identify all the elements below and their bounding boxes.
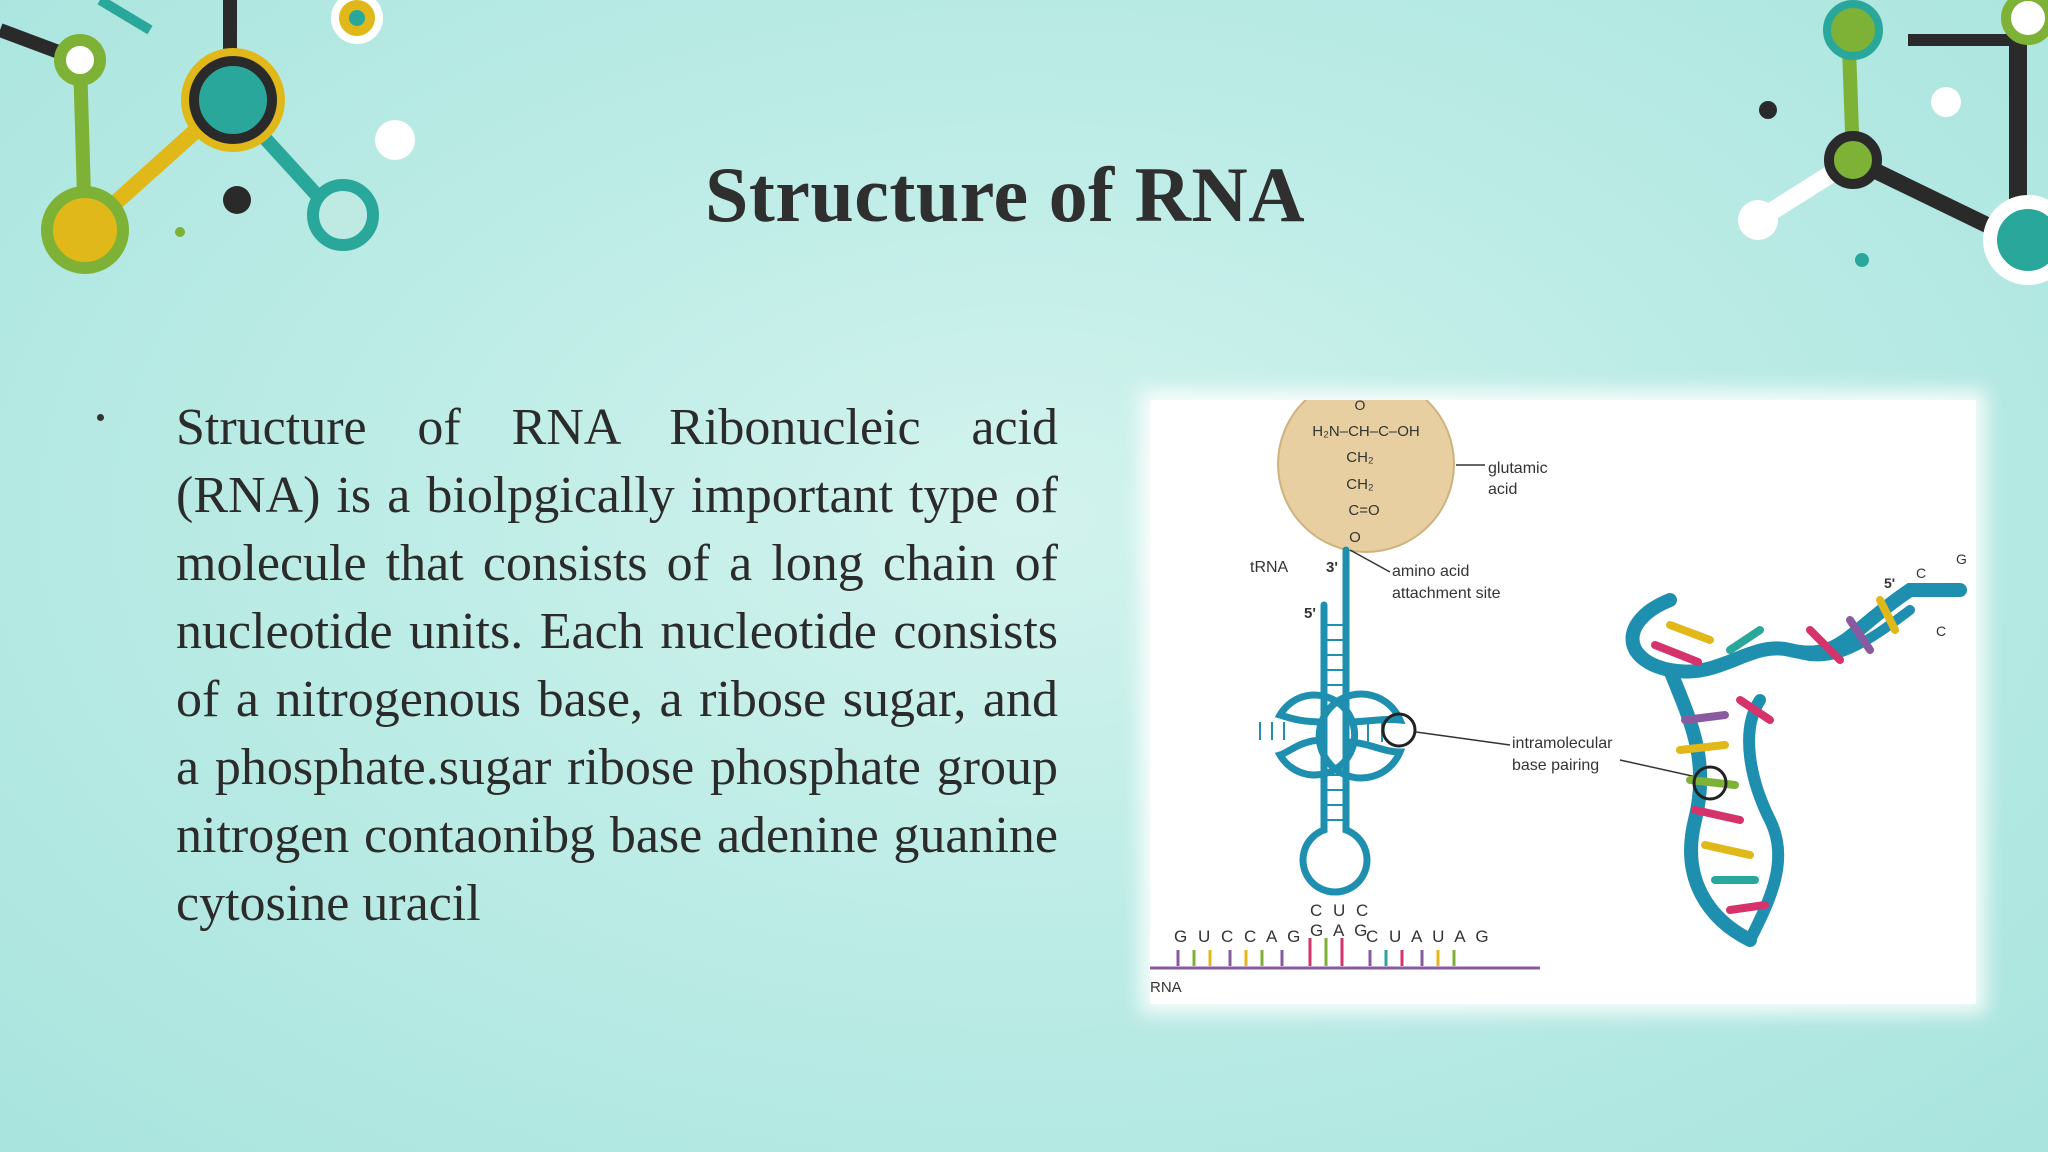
o-bottom-label: O <box>1349 529 1361 546</box>
amino-acid-formula: H₂N–CH–C–OH <box>1312 423 1420 440</box>
stem-base-pairs <box>1259 624 1383 821</box>
molecule-decoration-top-left <box>0 0 415 274</box>
trna-diagram: O H₂N–CH–C–OH CH₂ CH₂ C=O O glutamic aci… <box>1150 400 1967 996</box>
three-prime-label: 3' <box>1326 559 1338 576</box>
trna-3d-bases <box>1651 596 1899 914</box>
right-c-label-1: C <box>1916 565 1926 581</box>
mrna-base-ticks <box>1176 938 1456 966</box>
base-pair-marker-left <box>1381 712 1417 748</box>
acid-label: acid <box>1488 481 1517 498</box>
c-double-o-label: C=O <box>1348 502 1379 519</box>
trna-label: tRNA <box>1250 559 1289 576</box>
mrna-right-bases: C U A U A G <box>1366 927 1492 946</box>
right-g-label: G <box>1956 551 1967 567</box>
trna-cloverleaf <box>1274 546 1406 896</box>
right-c-label-2: C <box>1936 623 1946 639</box>
trna-3d-model <box>1625 583 1967 947</box>
base-pair-marker-right <box>1692 765 1728 801</box>
five-prime-label: 5' <box>1304 605 1316 622</box>
slide-title: Structure of RNA <box>704 151 1306 238</box>
anticodon-label: C U C <box>1310 901 1371 920</box>
mrna-left-bases: G U C C A G <box>1174 927 1303 946</box>
right-five-prime-label: 5' <box>1884 575 1895 591</box>
codon-label: G A G <box>1310 921 1370 940</box>
glutamic-label: glutamic <box>1488 460 1548 477</box>
intramolecular-label-2: base pairing <box>1512 757 1599 774</box>
ch2-label-b: CH₂ <box>1346 476 1374 493</box>
intramolecular-leader-a <box>1415 731 1511 746</box>
amino-acid-sphere <box>1277 400 1455 553</box>
ch2-label-a: CH₂ <box>1346 449 1374 466</box>
body-paragraph: Structure of RNA Ribonucleic acid (RNA) … <box>176 399 1058 932</box>
molecule-decoration-top-right <box>1738 0 2048 285</box>
mrna-label: RNA <box>1150 979 1182 996</box>
oxygen-label: O <box>1355 400 1366 413</box>
attachment-label-1: amino acid <box>1392 563 1469 580</box>
trna-structure-figure: O H₂N–CH–C–OH CH₂ CH₂ C=O O glutamic aci… <box>1150 400 1976 1004</box>
attachment-label-2: attachment site <box>1392 585 1501 602</box>
bullet-icon <box>97 414 104 421</box>
attachment-leader <box>1349 549 1391 573</box>
intramolecular-label-1: intramolecular <box>1512 735 1613 752</box>
